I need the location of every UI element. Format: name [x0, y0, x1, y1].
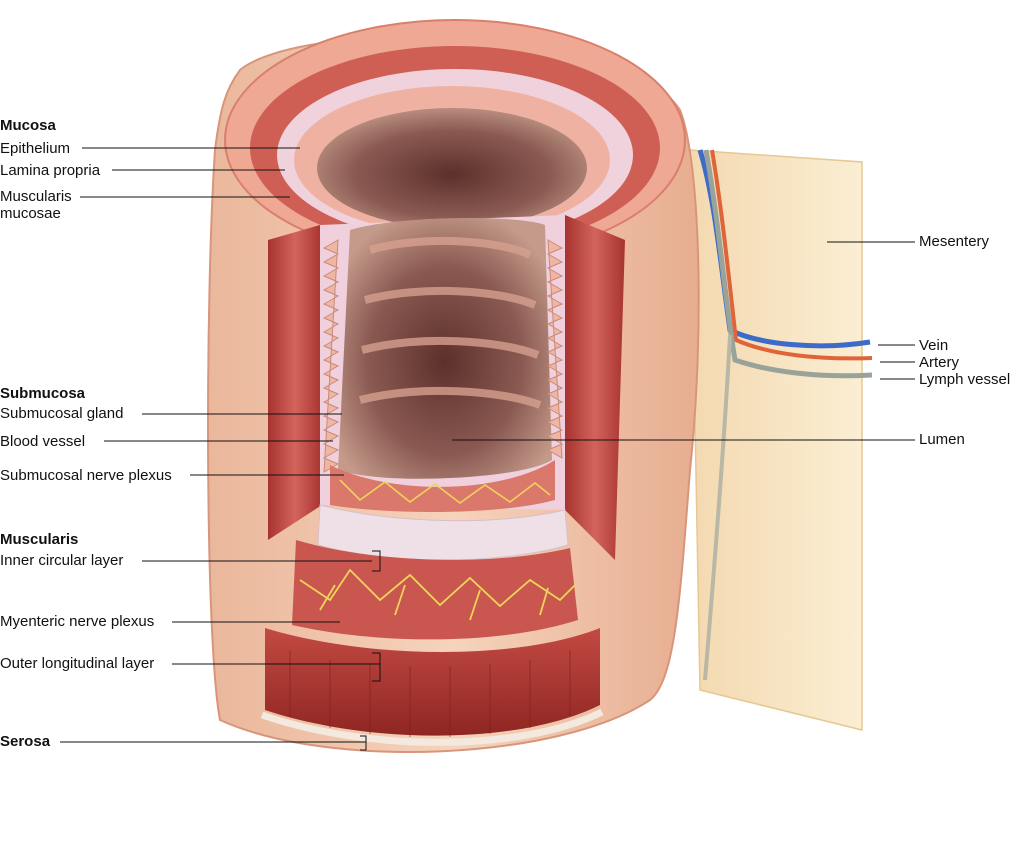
inner-circular-layer — [292, 540, 578, 640]
label-lamina-propria: Lamina propria — [0, 162, 101, 179]
outer-longitudinal-layer — [265, 628, 600, 736]
mesentery-vessel-down — [703, 334, 732, 681]
muscle-wall-left — [268, 225, 322, 540]
label-artery: Artery — [919, 354, 960, 371]
label-muscularis-mucosae-line2: mucosae — [0, 205, 61, 222]
heading-serosa: Serosa — [0, 733, 51, 750]
label-outer-longitudinal-layer: Outer longitudinal layer — [0, 655, 155, 672]
label-muscularis-mucosae-line1: Muscularis — [0, 188, 72, 205]
heading-submucosa: Submucosa — [0, 385, 86, 402]
label-blood-vessel: Blood vessel — [0, 433, 86, 450]
label-inner-circular-layer: Inner circular layer — [0, 552, 124, 569]
leader-lines — [60, 147, 915, 751]
label-submucosal-gland: Submucosal gland — [0, 405, 124, 422]
artery-vessel — [710, 149, 873, 361]
label-epithelium: Epithelium — [0, 140, 71, 157]
lumen-interior — [338, 218, 552, 479]
plicae-folds — [359, 236, 542, 409]
myenteric-plexus-nerves — [299, 568, 576, 621]
label-vein: Vein — [919, 337, 949, 354]
heading-muscularis: Muscularis — [0, 531, 79, 548]
top-lumen — [317, 108, 587, 228]
longitudinal-fibers — [289, 650, 571, 737]
serosa-edge-strip — [260, 708, 604, 746]
lymph-vessel — [703, 149, 873, 379]
label-submucosal-nerve-plexus: Submucosal nerve plexus — [0, 467, 172, 484]
submucosal-plexus-nerves — [339, 479, 551, 504]
label-lumen: Lumen — [919, 431, 965, 448]
heading-mucosa: Mucosa — [0, 117, 56, 134]
muscle-wall-right — [565, 215, 625, 560]
label-mesentery: Mesentery — [919, 233, 990, 250]
label-myenteric-nerve-plexus: Myenteric nerve plexus — [0, 613, 155, 630]
label-lymph-vessel: Lymph vessel — [919, 371, 1011, 388]
submucosal-plexus-band — [330, 460, 555, 512]
